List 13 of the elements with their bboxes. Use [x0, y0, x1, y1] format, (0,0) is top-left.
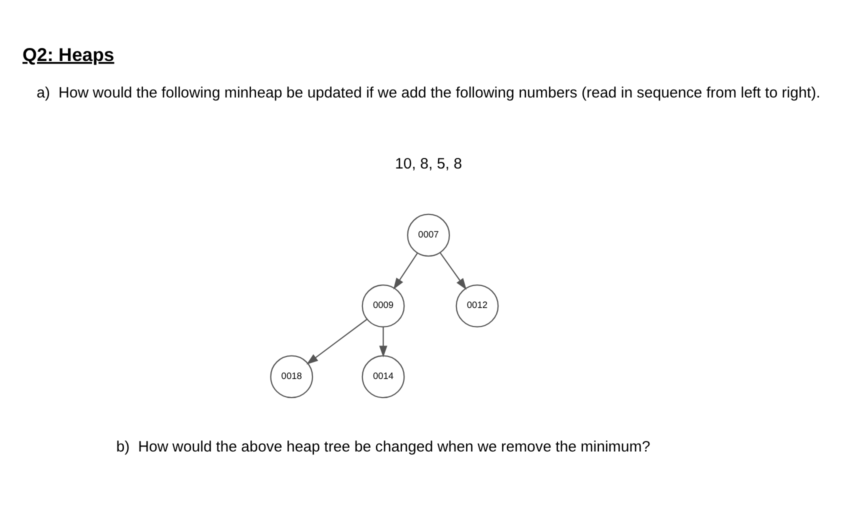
- label: b) How would the above heap tree be changed when we remove the minimum?: [116, 438, 650, 455]
- label: 10, 8, 5, 8: [394, 154, 462, 172]
- node-circle: 0007: [407, 213, 450, 256]
- arrow: [440, 252, 467, 290]
- node-circle: 0009: [362, 284, 405, 327]
- diagram-title: Q2: Heaps: [22, 43, 114, 64]
- arrow: [393, 252, 418, 290]
- node-circle: 0018: [270, 354, 314, 398]
- arrow: [379, 326, 388, 357]
- arrow: [306, 318, 368, 364]
- node-circle: 0012: [456, 284, 499, 327]
- node-circle: 0014: [362, 354, 405, 398]
- label: a) How would the following minheap be updated if we add the following numbers (read in sequence from left to right).: [36, 84, 820, 102]
